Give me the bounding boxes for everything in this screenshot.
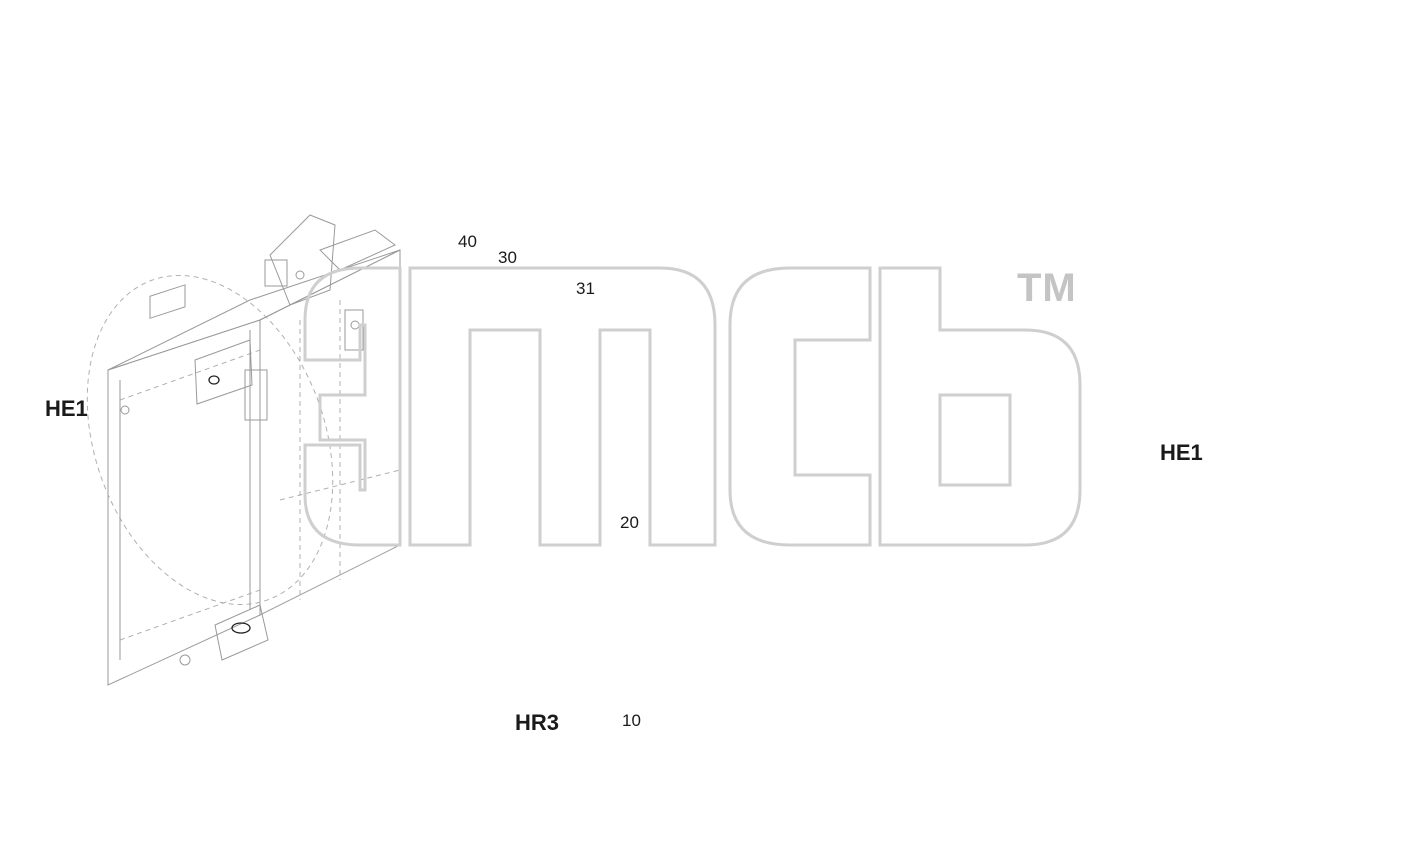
reference-hr3: HR3 (515, 710, 560, 735)
callout-10: 10 (622, 711, 641, 730)
callout-40: 40 (458, 232, 477, 251)
watermark-trademark: TM (1017, 266, 1077, 310)
callout-30: 30 (498, 248, 517, 267)
radiator-assembly (86, 214, 401, 686)
watermark-logo (303, 266, 1082, 547)
reference-he1-left: HE1 (45, 396, 88, 421)
callout-20: 20 (620, 513, 639, 532)
reference-he1-detail: HE1 (1160, 440, 1203, 465)
callout-31: 31 (576, 279, 595, 298)
